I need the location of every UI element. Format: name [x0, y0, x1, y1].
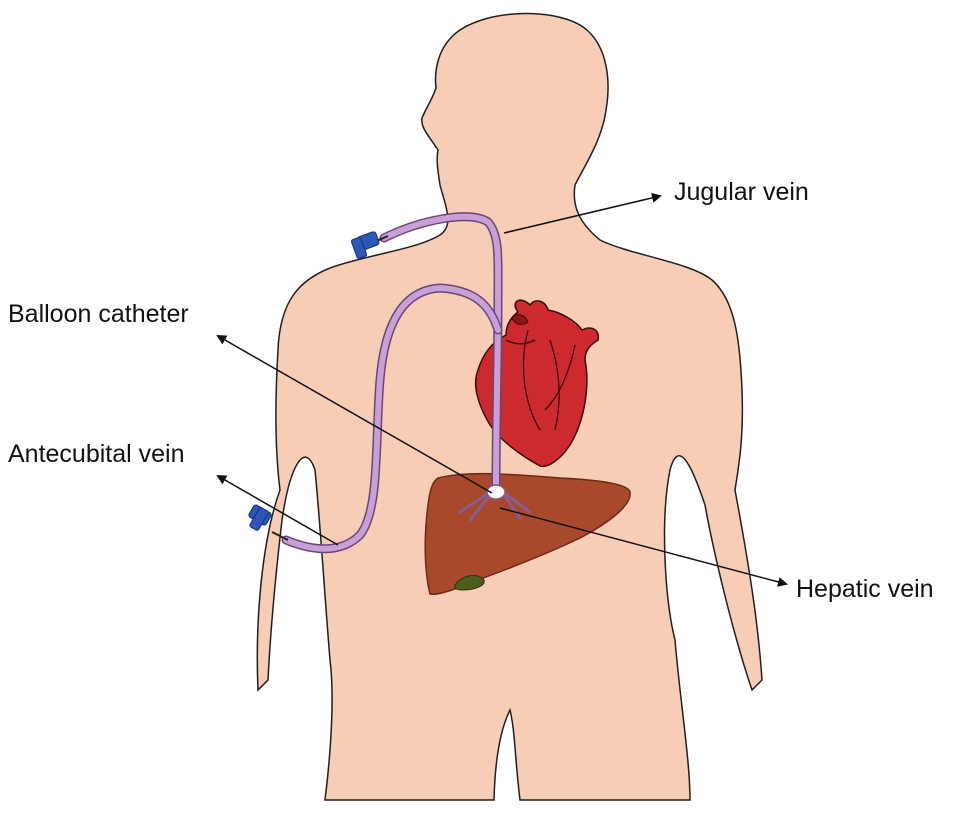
label-antecubital-vein: Antecubital vein: [8, 440, 185, 468]
connector-antecubital: [248, 504, 272, 531]
connector-jugular: [350, 231, 380, 260]
label-jugular-vein: Jugular vein: [674, 178, 809, 206]
gallbladder: [454, 574, 485, 591]
balloon: [486, 484, 506, 500]
arrow-jugular-vein: [503, 192, 662, 234]
liver: [424, 472, 631, 596]
arrow-balloon-catheter: [216, 335, 493, 494]
label-hepatic-vein: Hepatic vein: [796, 575, 934, 603]
hepatic-vein-branches: [458, 486, 532, 522]
arrow-antecubital-vein: [216, 475, 339, 546]
heart: [474, 299, 600, 468]
arrow-hepatic-vein: [499, 507, 788, 587]
catheter: [271, 212, 506, 554]
label-balloon-catheter: Balloon catheter: [8, 300, 189, 328]
